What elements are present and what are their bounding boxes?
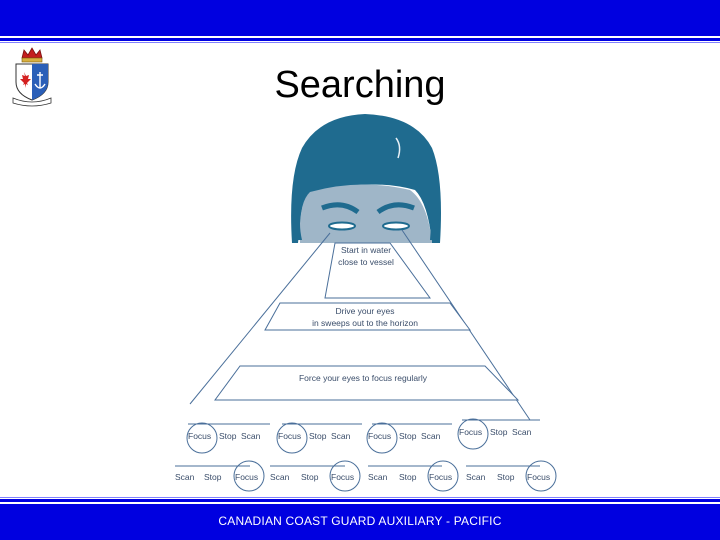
row1-word: Scan — [512, 427, 532, 437]
row2-word: Scan — [270, 472, 290, 482]
footer-text: CANADIAN COAST GUARD AUXILIARY - PACIFIC — [0, 514, 720, 528]
row1-word: Scan — [241, 431, 261, 441]
scan-row-2: Scan Stop Focus Scan Stop Focus Scan Sto… — [175, 461, 556, 491]
row1-word: Stop — [219, 431, 237, 441]
row2-word: Focus — [429, 472, 452, 482]
row1-word: Focus — [188, 431, 211, 441]
row2-word: Stop — [399, 472, 417, 482]
face-icon — [300, 184, 432, 243]
right-eye-icon — [383, 223, 409, 230]
row2-word: Scan — [466, 472, 486, 482]
slide-title: Searching — [250, 64, 470, 107]
row1-word: Focus — [459, 427, 482, 437]
crown-icon — [22, 48, 42, 62]
row2-word: Focus — [235, 472, 258, 482]
row2-word: Stop — [204, 472, 222, 482]
scanning-diagram: Start in water close to vessel Drive you… — [170, 108, 565, 498]
row1-word: Stop — [490, 427, 508, 437]
row2-word: Scan — [368, 472, 388, 482]
row1-word: Stop — [309, 431, 327, 441]
tier2-line2: in sweeps out to the horizon — [312, 318, 418, 328]
top-divider — [0, 38, 720, 41]
tier1-line1: Start in water — [341, 245, 391, 255]
row2-word: Focus — [527, 472, 550, 482]
row1-word: Stop — [399, 431, 417, 441]
row1-word: Scan — [421, 431, 441, 441]
ccga-logo — [10, 46, 54, 108]
row1-word: Scan — [331, 431, 351, 441]
row2-word: Scan — [175, 472, 195, 482]
bottom-divider — [0, 499, 720, 502]
row2-word: Stop — [301, 472, 319, 482]
tier3-line1: Force your eyes to focus regularly — [299, 373, 428, 383]
top-banner — [0, 0, 720, 36]
bottom-divider-thin — [0, 497, 720, 498]
scan-row-1: Focus Stop Scan Focus Stop Scan Focus St… — [187, 419, 540, 453]
head-illustration — [291, 114, 441, 243]
row1-word: Focus — [278, 431, 301, 441]
tier2-line1: Drive your eyes — [335, 306, 394, 316]
left-eye-icon — [329, 223, 355, 230]
row1-word: Focus — [368, 431, 391, 441]
top-divider-thin — [0, 42, 720, 43]
row2-word: Stop — [497, 472, 515, 482]
row2-word: Focus — [331, 472, 354, 482]
tier1-line2: close to vessel — [338, 257, 394, 267]
